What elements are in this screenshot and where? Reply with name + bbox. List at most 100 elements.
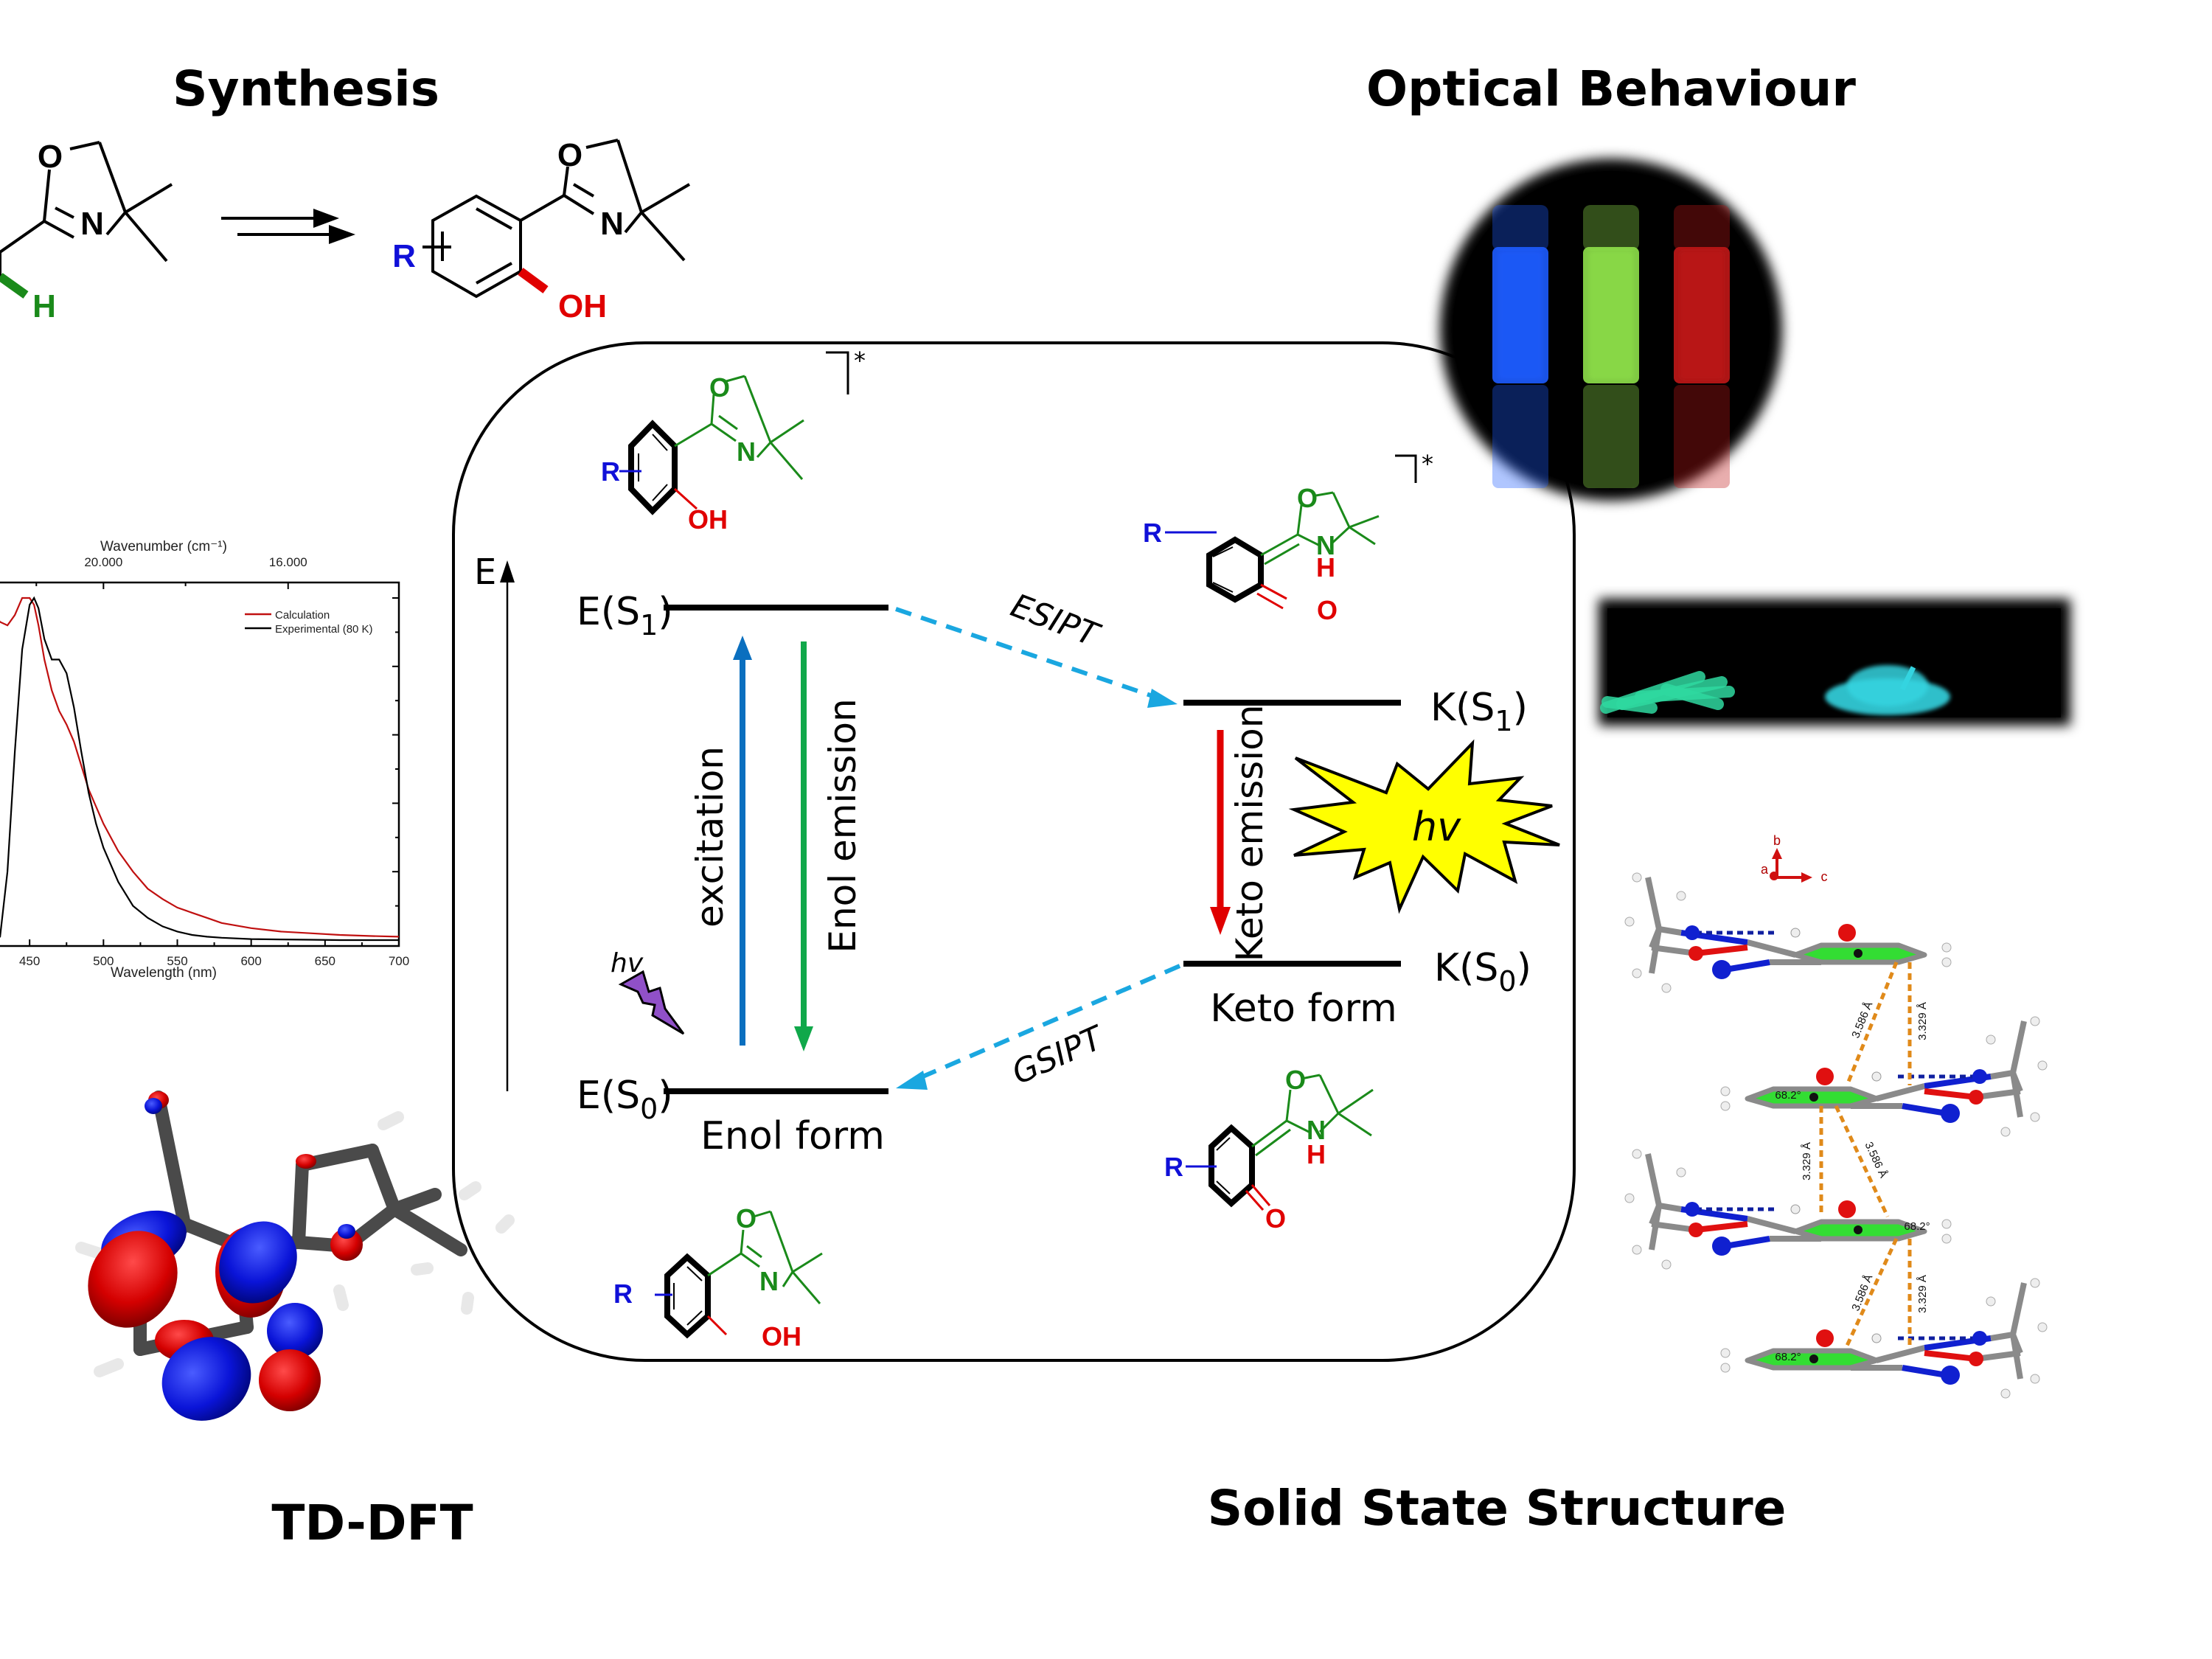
vial-green-glow <box>1589 251 1633 380</box>
vial-red-glow <box>1680 251 1724 380</box>
solid-state-title: Solid State Structure <box>1208 1480 1787 1537</box>
vial-blue-reflection <box>1492 385 1548 488</box>
angle-label: 68.2° <box>1904 1220 1930 1233</box>
x-axis-label: Wavelength (nm) <box>111 965 217 981</box>
packed-molecule <box>1720 1278 2048 1399</box>
distance-label: 3.329 Å <box>1916 1002 1929 1040</box>
keto-ground-atom-N: N <box>1307 1115 1326 1145</box>
x2-tick-label: 20.000 <box>84 555 122 569</box>
excitation-label: excitation <box>689 746 731 928</box>
keto-ground-atom-O: O <box>1285 1065 1306 1095</box>
powder-spike <box>1899 666 1916 691</box>
enol-s1-label: E(S1) <box>577 590 673 641</box>
emission-spectrum-chart: 400450500550600650700 24.00020.00016.000… <box>0 539 409 981</box>
vial-red-neck <box>1674 205 1730 251</box>
angle-label: 68.2° <box>1775 1351 1801 1363</box>
x2-axis-label: Wavenumber (cm⁻¹) <box>100 539 227 554</box>
enol-excited-atom-N: N <box>737 437 756 467</box>
x-tick-label: 600 <box>240 954 261 968</box>
product-atom-N: N <box>600 206 624 242</box>
enol-emission-arrow <box>794 641 813 1051</box>
series-experimental-line <box>0 596 399 942</box>
lightning-icon <box>618 970 685 1035</box>
crystal-rod <box>1660 684 1724 710</box>
product-atom-O: O <box>557 137 582 173</box>
vial-green-neck <box>1583 205 1639 251</box>
enol-excited-atom-OH: OH <box>688 504 728 535</box>
keto-excited-mark: * <box>1422 450 1433 478</box>
keto-ground-atom-O2: O <box>1265 1203 1286 1234</box>
photon-starburst-icon <box>1288 739 1560 914</box>
series-calculation-line <box>0 597 400 938</box>
keto-excited-atom-N: N <box>1316 530 1335 560</box>
axis-label-b: b <box>1773 833 1781 848</box>
product-molecule <box>422 139 691 299</box>
packed-molecule <box>1624 1149 1952 1270</box>
esipt-cycle-frame <box>452 341 1576 1362</box>
crystal-rod <box>1601 696 1658 714</box>
product-atom-OH: OH <box>558 288 607 324</box>
x2-tick-label: 16.000 <box>269 555 307 569</box>
stacking-contact <box>1845 1237 1899 1347</box>
legend-label-calculation: Calculation <box>275 609 330 622</box>
enol-ground-atom-N: N <box>759 1266 779 1296</box>
esipt-arrow <box>895 607 1178 708</box>
keto-excited-atom-O2: O <box>1317 595 1338 625</box>
keto-emission-arrow <box>1210 730 1231 935</box>
packed-molecule <box>1624 872 1952 993</box>
stacking-contact <box>1834 1105 1890 1218</box>
enol-ground-atom-OH: OH <box>762 1321 801 1352</box>
keto-ground-molecule <box>1186 1074 1374 1211</box>
plot-frame <box>0 581 400 947</box>
distance-label: 3.586 Å <box>1849 1000 1875 1040</box>
keto-s1-label: K(S1) <box>1430 686 1528 737</box>
powder-pile-top <box>1847 665 1928 706</box>
keto-ground-atom-R: R <box>1164 1152 1183 1182</box>
esipt-label: ESIPT <box>1006 587 1105 655</box>
vial-red-reflection <box>1674 385 1730 488</box>
reaction-arrows <box>221 209 355 244</box>
x-tick-label: 550 <box>167 954 187 968</box>
x-tick-label: 450 <box>19 954 40 968</box>
synthesis-title: Synthesis <box>173 60 439 117</box>
distance-label: 3.329 Å <box>1801 1142 1813 1180</box>
distance-label: 3.329 Å <box>1916 1275 1929 1313</box>
legend-label-experimental: Experimental (80 K) <box>275 623 373 636</box>
vial-blue-glow <box>1498 251 1543 380</box>
excitation-arrow <box>733 636 752 1046</box>
energy-axis <box>500 560 515 1091</box>
tddft-title: TD-DFT <box>271 1495 473 1551</box>
hv-small-label: hv <box>611 948 644 978</box>
keto-emission-label: Keto emission <box>1228 705 1271 962</box>
enol-excited-atom-O: O <box>709 372 730 403</box>
start-atom-N: N <box>80 206 104 242</box>
keto-excited-atom-H: H <box>1316 552 1335 582</box>
angle-label: 68.2° <box>1775 1089 1801 1102</box>
gsipt-label: GSIPT <box>1006 1018 1110 1092</box>
start-atom-O: O <box>38 139 63 175</box>
enol-s0-label: E(S0) <box>577 1074 673 1125</box>
starting-material <box>0 141 173 299</box>
energy-axis-label: E <box>474 552 496 593</box>
distance-label: 3.586 Å <box>1862 1140 1889 1180</box>
product-atom-R: R <box>392 238 416 274</box>
enol-ground-molecule <box>655 1210 823 1339</box>
enol-excited-atom-R: R <box>601 456 620 487</box>
enol-excited-molecule <box>619 351 849 515</box>
x-tick-label: 500 <box>93 954 114 968</box>
keto-s0-label: K(S0) <box>1434 946 1531 998</box>
enol-emission-label: Enol emission <box>821 698 864 953</box>
gsipt-arrow <box>896 964 1181 1090</box>
keto-excited-atom-O: O <box>1297 483 1318 513</box>
vial-green-reflection <box>1583 385 1639 488</box>
vial-blue-neck <box>1492 205 1548 251</box>
start-atom-H: H <box>32 288 56 324</box>
molecular-orbital-render <box>75 1091 515 1421</box>
x-tick-label: 700 <box>389 954 409 968</box>
legend: Calculation Experimental (80 K) <box>245 609 373 636</box>
packed-molecule <box>1720 1016 2048 1137</box>
enol-form-label: Enol form <box>700 1114 885 1158</box>
enol-excited-mark: * <box>854 347 866 375</box>
